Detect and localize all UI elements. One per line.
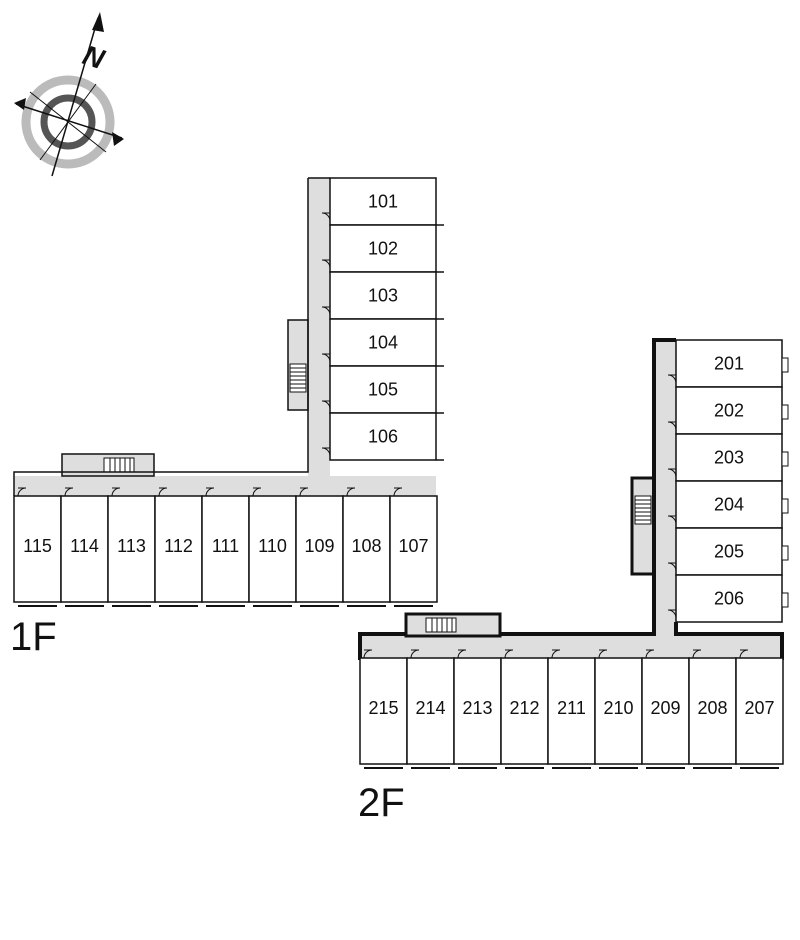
room-number: 103 — [368, 285, 398, 305]
room-number: 111 — [212, 536, 239, 556]
room-number: 102 — [368, 238, 398, 258]
room-number: 104 — [368, 332, 398, 352]
corridor-1f-horizontal — [14, 476, 436, 496]
room-number: 205 — [714, 541, 744, 561]
room-number: 211 — [557, 698, 586, 718]
corridor-2f-horizontal — [360, 636, 782, 658]
stairs-2f-wing — [630, 476, 656, 576]
room-unit[interactable]: 113 — [107, 487, 156, 607]
room-number: 110 — [258, 536, 287, 556]
room-unit[interactable]: 110 — [248, 487, 297, 607]
room-unit[interactable]: 202 — [667, 386, 789, 435]
room-number: 208 — [697, 698, 727, 718]
room-unit[interactable]: 204 — [667, 480, 789, 529]
floor-label-2f: 2F — [358, 781, 405, 825]
north-label: N — [79, 39, 109, 75]
room-unit[interactable]: 210 — [594, 649, 643, 769]
room-unit[interactable]: 207 — [735, 649, 784, 769]
room-unit[interactable]: 211 — [547, 649, 596, 769]
room-number: 210 — [603, 698, 633, 718]
room-unit[interactable]: 212 — [500, 649, 549, 769]
room-number: 105 — [368, 379, 398, 399]
room-unit[interactable]: 115 — [13, 487, 62, 607]
room-number: 108 — [351, 536, 381, 556]
compass-inner-ring — [40, 94, 96, 150]
corridor-1f-vertical — [308, 178, 330, 480]
room-number: 204 — [714, 494, 744, 514]
room-unit[interactable]: 213 — [453, 649, 502, 769]
room-unit[interactable]: 209 — [641, 649, 690, 769]
room-unit[interactable]: 214 — [406, 649, 455, 769]
room-unit[interactable]: 201 — [667, 339, 789, 388]
room-number: 115 — [23, 536, 52, 556]
floor-label-1f: 1F — [10, 615, 57, 659]
room-unit[interactable]: 109 — [295, 487, 344, 607]
room-number: 213 — [462, 698, 492, 718]
room-number: 106 — [368, 426, 398, 446]
room-unit[interactable]: 103 — [321, 271, 444, 320]
stairs-1f-row — [61, 453, 155, 477]
room-number: 112 — [164, 536, 193, 556]
corridor-2f-vertical — [654, 340, 676, 640]
room-unit[interactable]: 114 — [60, 487, 109, 607]
room-unit[interactable]: 112 — [154, 487, 203, 607]
room-number: 109 — [304, 536, 334, 556]
room-column-1f: 101 102 103 104 105 106 — [321, 177, 444, 461]
room-number: 209 — [650, 698, 680, 718]
room-unit[interactable]: 208 — [688, 649, 737, 769]
room-unit[interactable]: 203 — [667, 433, 789, 482]
room-unit[interactable]: 215 — [359, 649, 408, 769]
room-unit[interactable]: 108 — [342, 487, 391, 607]
room-unit[interactable]: 106 — [321, 412, 444, 461]
compass-outer-ring — [21, 75, 115, 169]
room-number: 203 — [714, 447, 744, 467]
room-unit[interactable]: 205 — [667, 527, 789, 576]
floor-1f: 101 102 103 104 105 106 115 114 113 112 111 110 109… — [10, 177, 444, 659]
room-unit[interactable]: 102 — [321, 224, 444, 273]
room-unit[interactable]: 206 — [667, 574, 789, 623]
compass: N — [14, 12, 124, 177]
room-unit[interactable]: 105 — [321, 365, 444, 414]
room-number: 212 — [509, 698, 539, 718]
room-number: 214 — [415, 698, 445, 718]
room-number: 201 — [714, 353, 744, 373]
room-number: 113 — [117, 536, 146, 556]
room-number: 107 — [398, 536, 428, 556]
room-row-1f: 115 114 113 112 111 110 109 108 107 — [13, 487, 438, 607]
floor-2f: 201 202 203 204 205 206 215 214 213 212 211 210 209… — [358, 338, 789, 825]
room-number: 215 — [368, 698, 398, 718]
room-unit[interactable]: 111 — [201, 487, 250, 607]
north-arrow-icon — [92, 12, 104, 32]
room-column-2f: 201 202 203 204 205 206 — [667, 339, 789, 623]
room-number: 101 — [368, 191, 398, 211]
room-number: 202 — [714, 400, 744, 420]
room-unit[interactable]: 101 — [321, 177, 444, 226]
room-unit[interactable]: 104 — [321, 318, 444, 367]
room-unit[interactable]: 107 — [389, 487, 438, 607]
room-row-2f: 215 214 213 212 211 210 209 208 207 — [359, 649, 784, 769]
stairs-2f-row — [404, 612, 502, 638]
room-number: 207 — [744, 698, 774, 718]
room-number: 114 — [70, 536, 99, 556]
room-number: 206 — [714, 588, 744, 608]
